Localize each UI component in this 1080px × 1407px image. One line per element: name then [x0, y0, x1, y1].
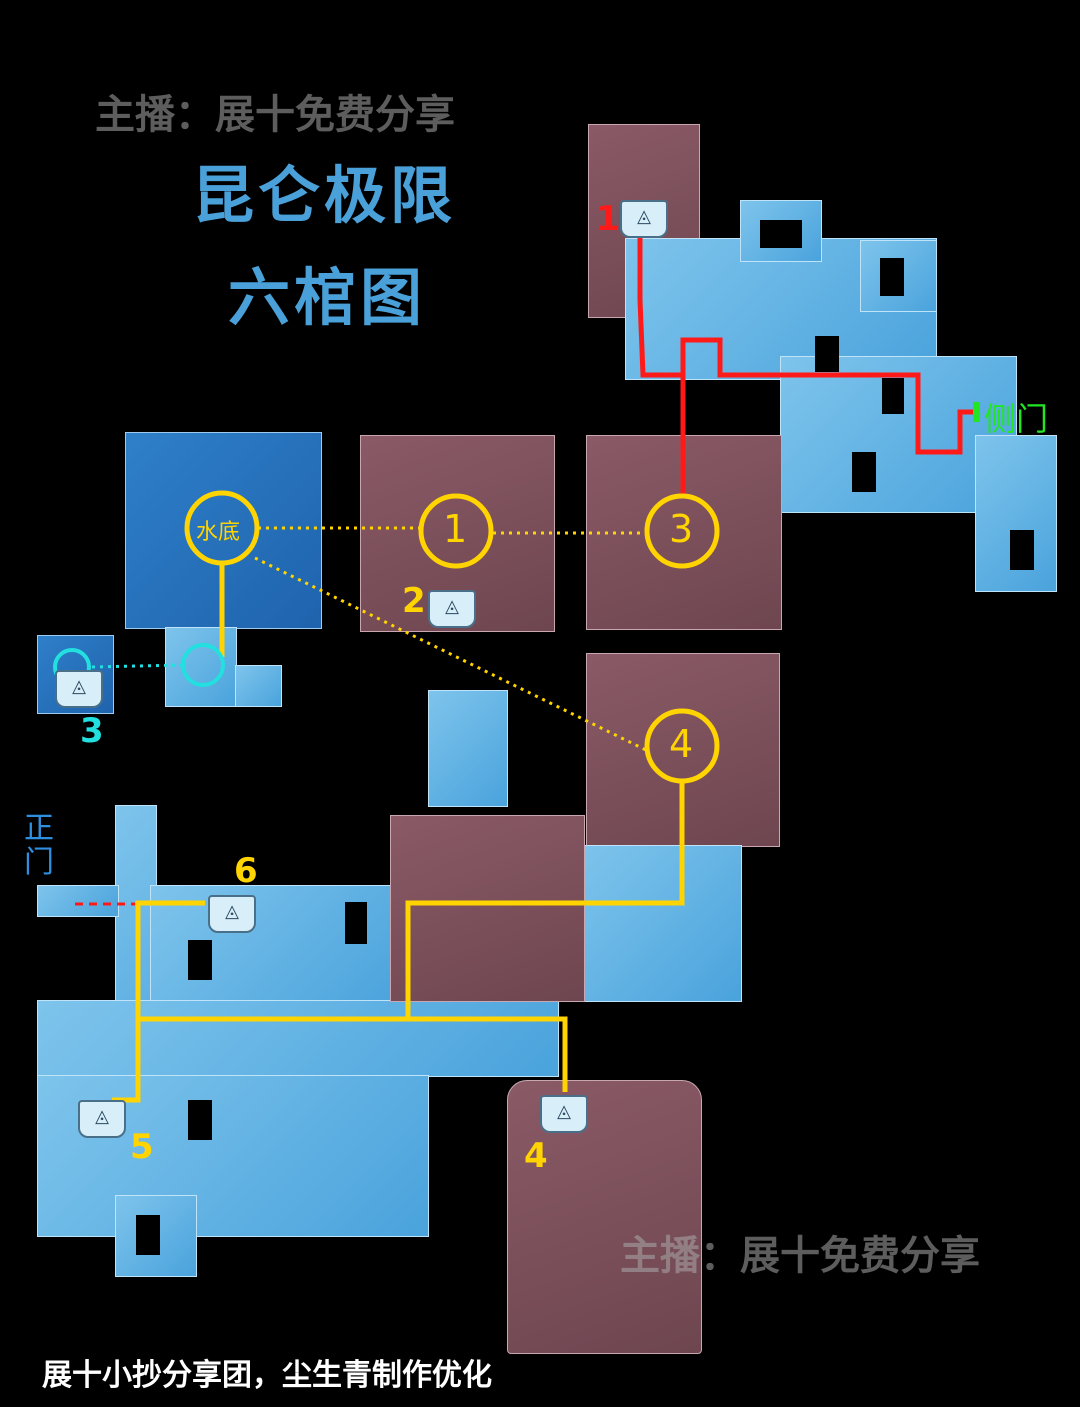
- corridor-south: [37, 1000, 559, 1077]
- cyan-link: [91, 663, 184, 669]
- dotted-link-3: [254, 556, 651, 754]
- room-east-mid: [580, 845, 742, 1002]
- coffin-4-label: 4: [524, 1136, 548, 1176]
- wall-block: [345, 902, 367, 944]
- coffin-chest-icon[interactable]: ◬: [208, 895, 256, 933]
- coffin-chest-icon[interactable]: ◬: [540, 1095, 588, 1133]
- wall-block: [188, 1100, 212, 1140]
- yellow-route-west: [112, 900, 205, 1103]
- main-door-label: 正门: [24, 811, 54, 880]
- side-door-marker: [973, 402, 980, 422]
- room-underwater-lower: [165, 627, 237, 707]
- circle-1-number: 1: [443, 507, 468, 551]
- side-door-label: 侧门: [984, 400, 1049, 438]
- wall-block: [760, 220, 802, 248]
- watermark-top: 主播：展十免费分享: [95, 92, 455, 138]
- room-north-corridor: [428, 690, 508, 807]
- circle-4-number: 4: [669, 722, 694, 766]
- coffin-chest-icon[interactable]: ◬: [428, 590, 476, 628]
- wall-block: [815, 336, 839, 372]
- coffin-1-label: 1: [596, 199, 620, 239]
- coffin-2-label: 2: [402, 581, 426, 621]
- coffin-3-label: 3: [80, 711, 104, 751]
- watermark-bottom: 主播：展十免费分享: [620, 1233, 980, 1279]
- wall-block: [882, 378, 904, 414]
- circle-3: [644, 493, 720, 569]
- credit-caption: 展十小抄分享团，尘生青制作优化: [42, 1358, 492, 1393]
- coffin-6-label: 6: [234, 851, 258, 891]
- wall-block: [1010, 530, 1034, 570]
- yellow-route: [405, 781, 685, 1019]
- wall-block: [188, 940, 212, 980]
- room-center: [390, 815, 585, 1002]
- wall-block: [136, 1215, 160, 1255]
- coffin-chest-icon[interactable]: ◬: [620, 200, 668, 238]
- map-title: 昆仑极限: [192, 159, 457, 232]
- main-door-passage: [37, 885, 119, 917]
- circle-3-number: 3: [669, 507, 694, 551]
- wall-block: [852, 452, 876, 492]
- coffin-5-label: 5: [130, 1127, 154, 1167]
- room-coffin-4: [507, 1080, 702, 1354]
- yellow-route-south: [138, 1016, 568, 1092]
- red-route: [637, 225, 975, 455]
- coffin-chest-icon[interactable]: ◬: [78, 1100, 126, 1138]
- underwater-label: 水底: [196, 520, 241, 545]
- cyan-circle-exit: [181, 643, 225, 687]
- circle-1: [418, 493, 494, 569]
- map-subtitle: 六棺图: [228, 261, 427, 334]
- coffin-chest-icon[interactable]: ◬: [55, 670, 103, 708]
- room-underwater-side: [235, 665, 282, 707]
- wall-block: [880, 258, 904, 296]
